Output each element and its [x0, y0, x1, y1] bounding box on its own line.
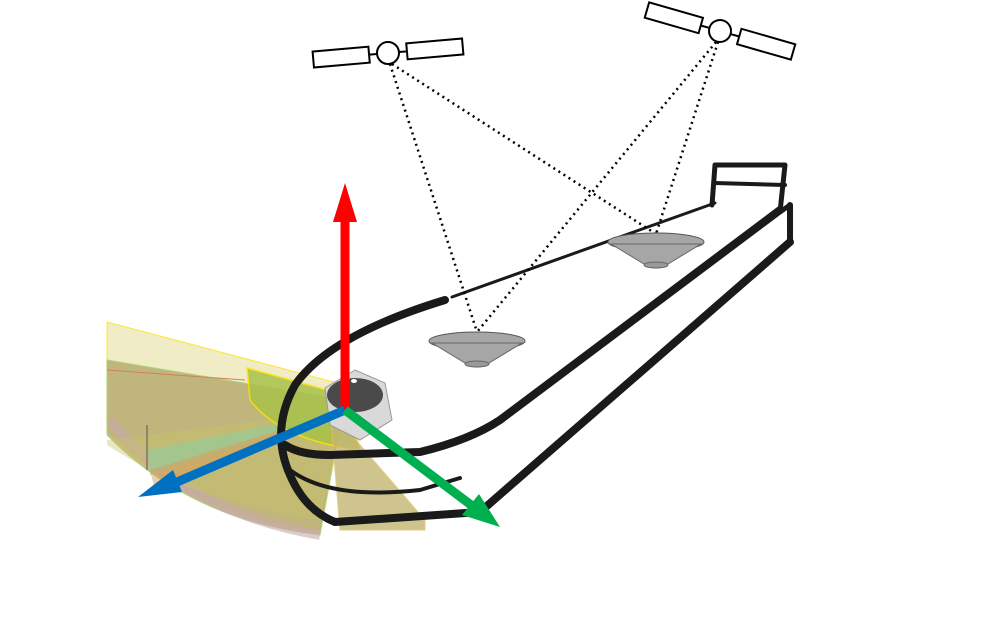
axis-forward-arrow: [342, 406, 500, 527]
signal-lines: [388, 41, 720, 333]
gnss-antenna-icon: [607, 232, 705, 269]
ship-hull: [277, 162, 794, 526]
satellite-icon: [643, 1, 797, 61]
axis-lateral-arrow: [138, 405, 347, 497]
axis-up-arrow: [333, 183, 357, 410]
satellite-icon: [311, 37, 465, 69]
gnss-antenna-icon: [428, 331, 526, 368]
